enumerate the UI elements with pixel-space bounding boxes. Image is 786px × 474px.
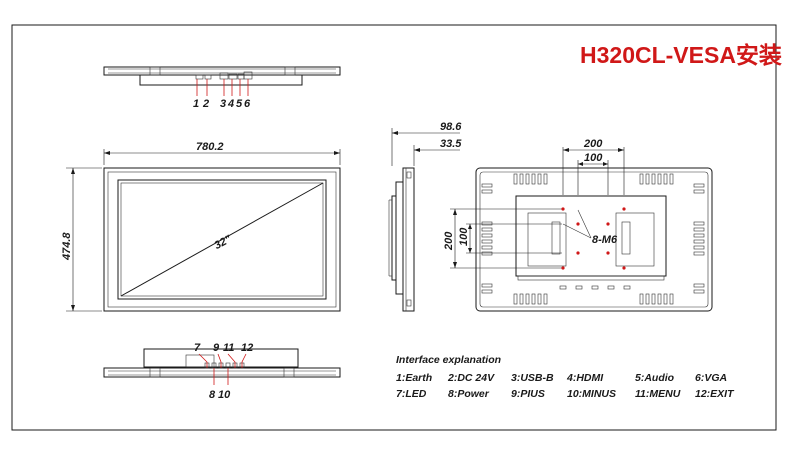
button-number-8: 8 — [209, 389, 216, 401]
side-view: 98.6 33.5 — [388, 121, 462, 312]
vesa-width-200: 200 — [583, 138, 603, 150]
interface-12: 12:EXIT — [695, 388, 735, 400]
port-number-1: 1 — [193, 98, 199, 110]
drawing-border — [11, 24, 777, 431]
interface-8: 8:Power — [448, 388, 490, 400]
interface-1: 1:Earth — [396, 372, 432, 384]
front-view: 780.2 474.8 32" — [61, 141, 341, 312]
button-number-12: 12 — [241, 342, 253, 354]
button-number-9: 9 — [213, 342, 220, 354]
vesa-height-100: 100 — [458, 227, 470, 246]
button-number-10: 10 — [218, 389, 231, 401]
interface-2: 2:DC 24V — [447, 372, 495, 384]
height-dimension: 474.8 — [61, 232, 73, 261]
interface-7: 7:LED — [396, 388, 427, 400]
interface-6: 6:VGA — [695, 372, 727, 384]
depth-total: 98.6 — [440, 121, 462, 133]
interface-explanation: Interface explanation 1:Earth 2:DC 24V 3… — [396, 354, 735, 400]
rear-view: 200 100 200 100 8-M6 — [443, 138, 713, 312]
interface-4: 4:HDMI — [566, 372, 604, 384]
top-edge-view: 1 2 3 4 5 6 — [103, 66, 341, 110]
button-number-7: 7 — [194, 342, 201, 354]
button-number-11: 11 — [223, 342, 234, 354]
screw-spec: 8-M6 — [592, 234, 618, 246]
drawing-title: H320CL-VESA安装 — [580, 42, 782, 68]
interface-5: 5:Audio — [635, 372, 675, 384]
diagonal-size: 32" — [212, 233, 234, 252]
interface-10: 10:MINUS — [567, 388, 616, 400]
depth-body: 33.5 — [440, 138, 462, 150]
interface-3: 3:USB-B — [511, 372, 554, 384]
interface-11: 11:MENU — [635, 388, 681, 400]
port-number-4: 4 — [227, 98, 234, 110]
port-number-6: 6 — [244, 98, 251, 110]
port-number-2: 2 — [202, 98, 209, 110]
interface-9: 9:PIUS — [511, 388, 545, 400]
bottom-edge-view: 7 9 11 12 8 10 — [103, 342, 341, 401]
port-number-5: 5 — [236, 98, 243, 110]
width-dimension: 780.2 — [196, 141, 224, 153]
vesa-height-200: 200 — [443, 231, 455, 251]
interface-heading: Interface explanation — [396, 354, 501, 366]
vesa-width-100: 100 — [584, 152, 603, 164]
port-number-3: 3 — [220, 98, 226, 110]
